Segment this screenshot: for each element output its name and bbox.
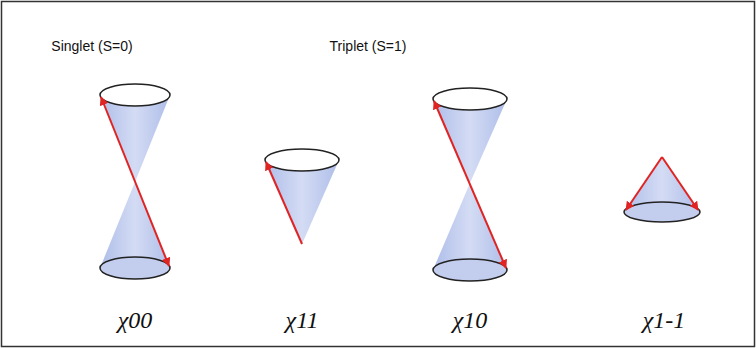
- spin-state-label: χ11: [286, 307, 319, 334]
- up-cone: [265, 149, 339, 244]
- spin-state-label: χ1-1: [643, 307, 686, 334]
- down-cone: [624, 157, 700, 222]
- triplet-zero-cone: [433, 88, 507, 281]
- singlet-cone: [100, 84, 170, 279]
- spin-state-label: χ10: [453, 307, 488, 334]
- spin-state-label: χ00: [118, 307, 153, 334]
- state-heading: Singlet (S=0): [51, 38, 132, 54]
- state-heading: Triplet (S=1): [330, 38, 407, 54]
